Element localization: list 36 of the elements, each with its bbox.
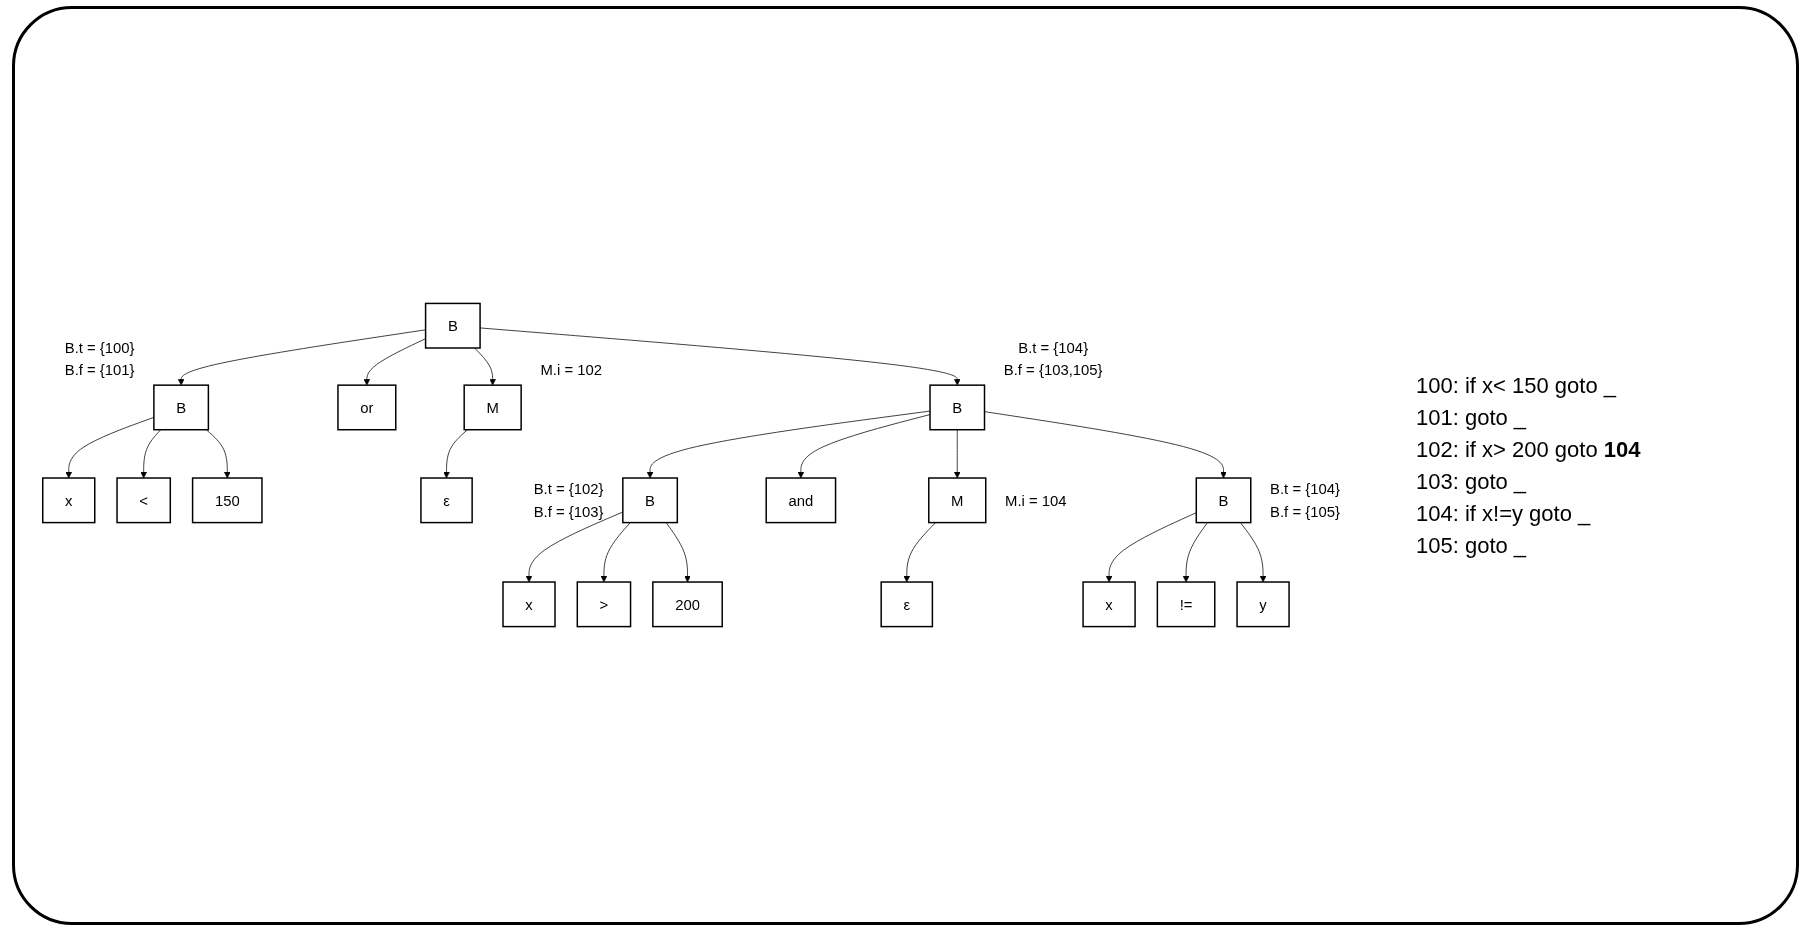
code-line: 101: goto _: [1416, 404, 1528, 431]
node-label: B.t = {104}: [1270, 481, 1340, 498]
code-line: 103: goto _: [1416, 468, 1528, 495]
code-line: 102: if x> 200 goto 104: [1416, 436, 1642, 463]
node-label: B.f = {105}: [1270, 503, 1340, 521]
node-box: 200: [652, 581, 723, 628]
node-box: B: [153, 384, 210, 431]
node-box: B: [929, 384, 986, 431]
node-label: B.t = {104}: [1018, 340, 1089, 357]
node-box: B: [1195, 477, 1252, 524]
node-label: B.f = {103}: [533, 503, 604, 521]
node-label: B.f = {101}: [64, 362, 135, 379]
node-label: B.t = {100}: [64, 340, 135, 357]
node-box: ε: [420, 477, 473, 524]
node-box: B: [622, 477, 679, 524]
node-box: <: [116, 477, 172, 524]
code-line: 100: if x< 150 goto _: [1416, 372, 1618, 399]
node-box: 150: [191, 477, 263, 524]
code-line: 105: goto _: [1416, 532, 1528, 559]
node-box: B: [424, 303, 481, 350]
node-label: B.f = {103,105}: [1003, 362, 1103, 379]
node-box: y: [1236, 581, 1290, 628]
node-box: ε: [880, 581, 934, 628]
node-label: M.i = 104: [1005, 492, 1067, 509]
node-box: x: [502, 581, 556, 628]
node-box: !=: [1156, 581, 1216, 628]
node-box: and: [765, 477, 837, 524]
node-box: or: [337, 384, 397, 431]
node-box: x: [42, 477, 96, 524]
node-box: M: [463, 384, 522, 431]
node-label: M.i = 102: [540, 362, 602, 379]
node-box: M: [928, 477, 987, 524]
node-box: >: [576, 581, 632, 628]
node-label: B.t = {102}: [533, 481, 604, 498]
node-box: x: [1082, 581, 1136, 628]
code-line: 104: if x!=y goto _: [1416, 500, 1592, 527]
